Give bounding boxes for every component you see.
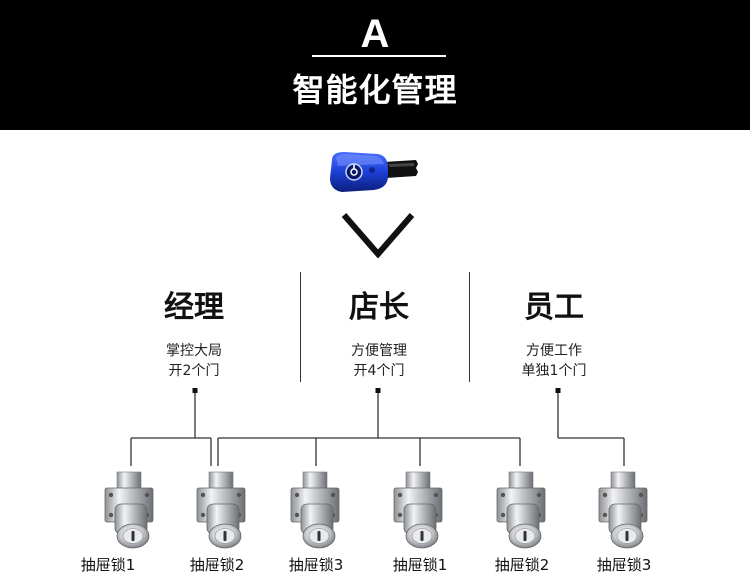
role-title-staff: 员工: [524, 290, 584, 325]
drawer-lock-icon-5: [493, 470, 553, 552]
section-letter: A: [360, 12, 390, 56]
lock-label-6: 抽屉锁3: [596, 556, 652, 574]
role-desc-staff-line1: 方便工作: [526, 343, 582, 359]
lock-label-2: 抽屉锁2: [189, 556, 245, 574]
role-desc-manager-line1: 掌控大局: [166, 343, 222, 359]
role-divider-1: [300, 272, 301, 382]
role-desc-manager-line2: 开2个门: [168, 363, 220, 379]
role-desc-store-manager-line1: 方便管理: [351, 343, 407, 359]
drawer-lock-icon-4: [390, 470, 450, 552]
connector-dot-staff: [555, 388, 561, 393]
header-banner: A 智能化管理: [0, 0, 750, 130]
chevron-down-icon: [341, 213, 415, 258]
header-rule: [312, 55, 446, 57]
drawer-lock-icon-6: [595, 470, 655, 552]
blue-electronic-key-icon: [330, 152, 418, 192]
drawer-lock-icon-1: [101, 470, 161, 552]
section-title: 智能化管理: [292, 71, 458, 109]
lock-label-1: 抽屉锁1: [80, 556, 136, 574]
lock-label-5: 抽屉锁2: [494, 556, 550, 574]
role-divider-2: [469, 272, 470, 382]
role-desc-store-manager-line2: 开4个门: [353, 363, 405, 379]
lock-label-3: 抽屉锁3: [288, 556, 344, 574]
lock-label-4: 抽屉锁1: [392, 556, 448, 574]
drawer-lock-icon-2: [193, 470, 253, 552]
role-title-store-manager: 店长: [349, 290, 409, 325]
connector-dot-manager: [192, 388, 198, 393]
role-title-manager: 经理: [164, 290, 224, 325]
drawer-lock-icon-3: [287, 470, 347, 552]
connector-dot-store-manager: [375, 388, 381, 393]
role-desc-staff-line2: 单独1个门: [521, 363, 587, 379]
